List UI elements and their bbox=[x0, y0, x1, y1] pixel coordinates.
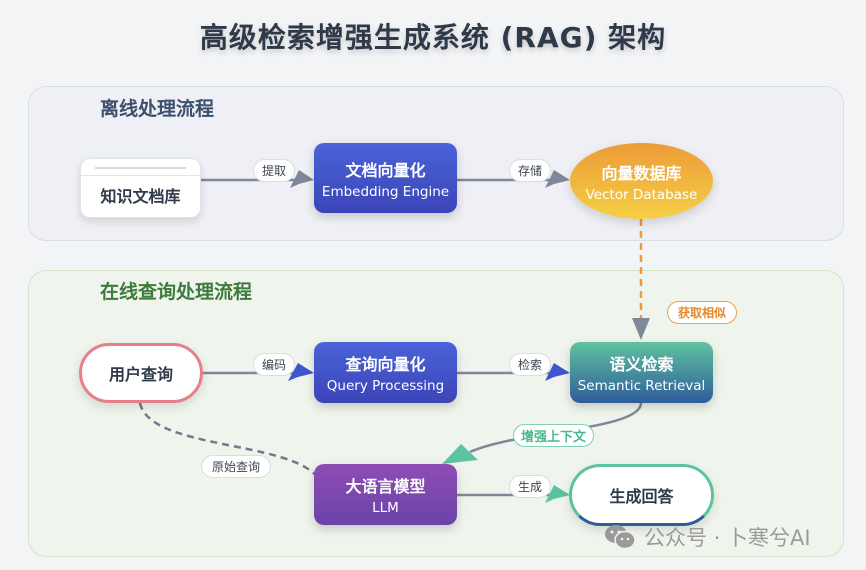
edge-label-augment-context: 增强上下文 bbox=[513, 424, 595, 447]
node-llm-cn: 大语言模型 bbox=[345, 477, 426, 496]
edge-label-encode: 编码 bbox=[253, 353, 296, 376]
node-semantic-retrieval: 语义检索 Semantic Retrieval bbox=[570, 342, 713, 403]
node-query-en: Query Processing bbox=[326, 378, 445, 394]
diagram-title: 高级检索增强生成系统 (RAG) 架构 bbox=[199, 21, 667, 54]
node-embedding-cn: 文档向量化 bbox=[345, 160, 426, 180]
node-user-query: 用户查询 bbox=[79, 343, 203, 403]
node-embedding-en: Embedding Engine bbox=[321, 183, 450, 200]
node-semantic-cn: 语义检索 bbox=[609, 355, 674, 374]
edge-label-raw-query: 原始查询 bbox=[201, 455, 272, 478]
watermark: 公众号 · 卜寒兮AI bbox=[604, 522, 811, 552]
wechat-icon bbox=[605, 525, 636, 550]
watermark-text: 公众号 · 卜寒兮AI bbox=[644, 526, 811, 550]
node-knowledge-base-label: 知识文档库 bbox=[100, 187, 181, 206]
node-vdb-cn: 向量数据库 bbox=[601, 163, 682, 183]
online-section-title: 在线查询处理流程 bbox=[100, 281, 253, 303]
node-llm-en: LLM bbox=[372, 500, 399, 516]
edge-label-store: 存储 bbox=[509, 159, 552, 182]
node-vector-database: 向量数据库 Vector Database bbox=[570, 143, 713, 219]
node-answer-label: 生成回答 bbox=[609, 487, 674, 506]
node-embedding-engine: 文档向量化 Embedding Engine bbox=[314, 143, 457, 213]
edge-label-search: 检索 bbox=[509, 353, 552, 376]
offline-section-title: 离线处理流程 bbox=[100, 98, 215, 120]
node-query-cn: 查询向量化 bbox=[345, 355, 426, 374]
node-knowledge-base: 知识文档库 bbox=[80, 158, 201, 218]
node-llm: 大语言模型 LLM bbox=[314, 464, 457, 525]
edge-label-extract: 提取 bbox=[253, 159, 296, 182]
node-vdb-en: Vector Database bbox=[585, 186, 698, 203]
edge-label-generate: 生成 bbox=[509, 475, 552, 498]
node-semantic-en: Semantic Retrieval bbox=[577, 378, 706, 394]
node-query-processing: 查询向量化 Query Processing bbox=[314, 342, 457, 403]
node-user-query-label: 用户查询 bbox=[108, 365, 173, 384]
doc-store-top-line bbox=[95, 167, 186, 169]
node-generate-answer: 生成回答 bbox=[569, 464, 714, 526]
doc-store-separator bbox=[81, 175, 200, 176]
edge-label-fetch-similar: 获取相似 bbox=[667, 301, 738, 324]
